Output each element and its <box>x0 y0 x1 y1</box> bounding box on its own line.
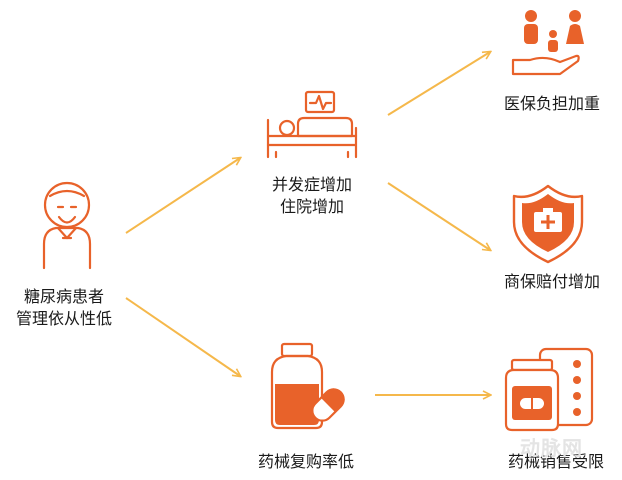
sales-label: 药械销售受限 <box>494 451 618 473</box>
purchase-label: 药械复购率低 <box>244 451 368 473</box>
elderly-person-icon <box>42 181 92 270</box>
complications-label: 并发症增加 住院增加 <box>252 174 372 218</box>
commercial-insurance-label: 商保赔付增加 <box>492 271 612 293</box>
medical-shield-icon <box>512 184 584 264</box>
purchase-line1: 药械复购率低 <box>257 452 354 471</box>
arrow-patient-to-purchase <box>125 297 240 376</box>
medicine-bottle-capsule-icon <box>270 342 345 430</box>
pill-bottle-blister-icon <box>504 347 594 432</box>
sales-line1: 药械销售受限 <box>507 452 604 471</box>
medical-insurance-line1: 医保负担加重 <box>503 94 600 113</box>
patient-label: 糖尿病患者 管理依从性低 <box>8 286 120 330</box>
medical-insurance-label: 医保负担加重 <box>492 93 612 115</box>
arrow-patient-to-complications <box>125 158 240 234</box>
hospital-bed-icon <box>266 90 358 159</box>
complications-line1: 并发症增加 <box>271 175 352 194</box>
patient-line1: 糖尿病患者 <box>23 287 104 306</box>
arrow-complications-to-medical-insurance <box>387 52 490 116</box>
patient-line2: 管理依从性低 <box>15 309 112 328</box>
arrow-complications-to-commercial-insurance <box>387 182 490 250</box>
commercial-insurance-line1: 商保赔付增加 <box>503 272 600 291</box>
family-hand-icon <box>511 10 584 76</box>
complications-line2: 住院增加 <box>279 197 344 216</box>
watermark: 动脉网 <box>520 436 583 460</box>
